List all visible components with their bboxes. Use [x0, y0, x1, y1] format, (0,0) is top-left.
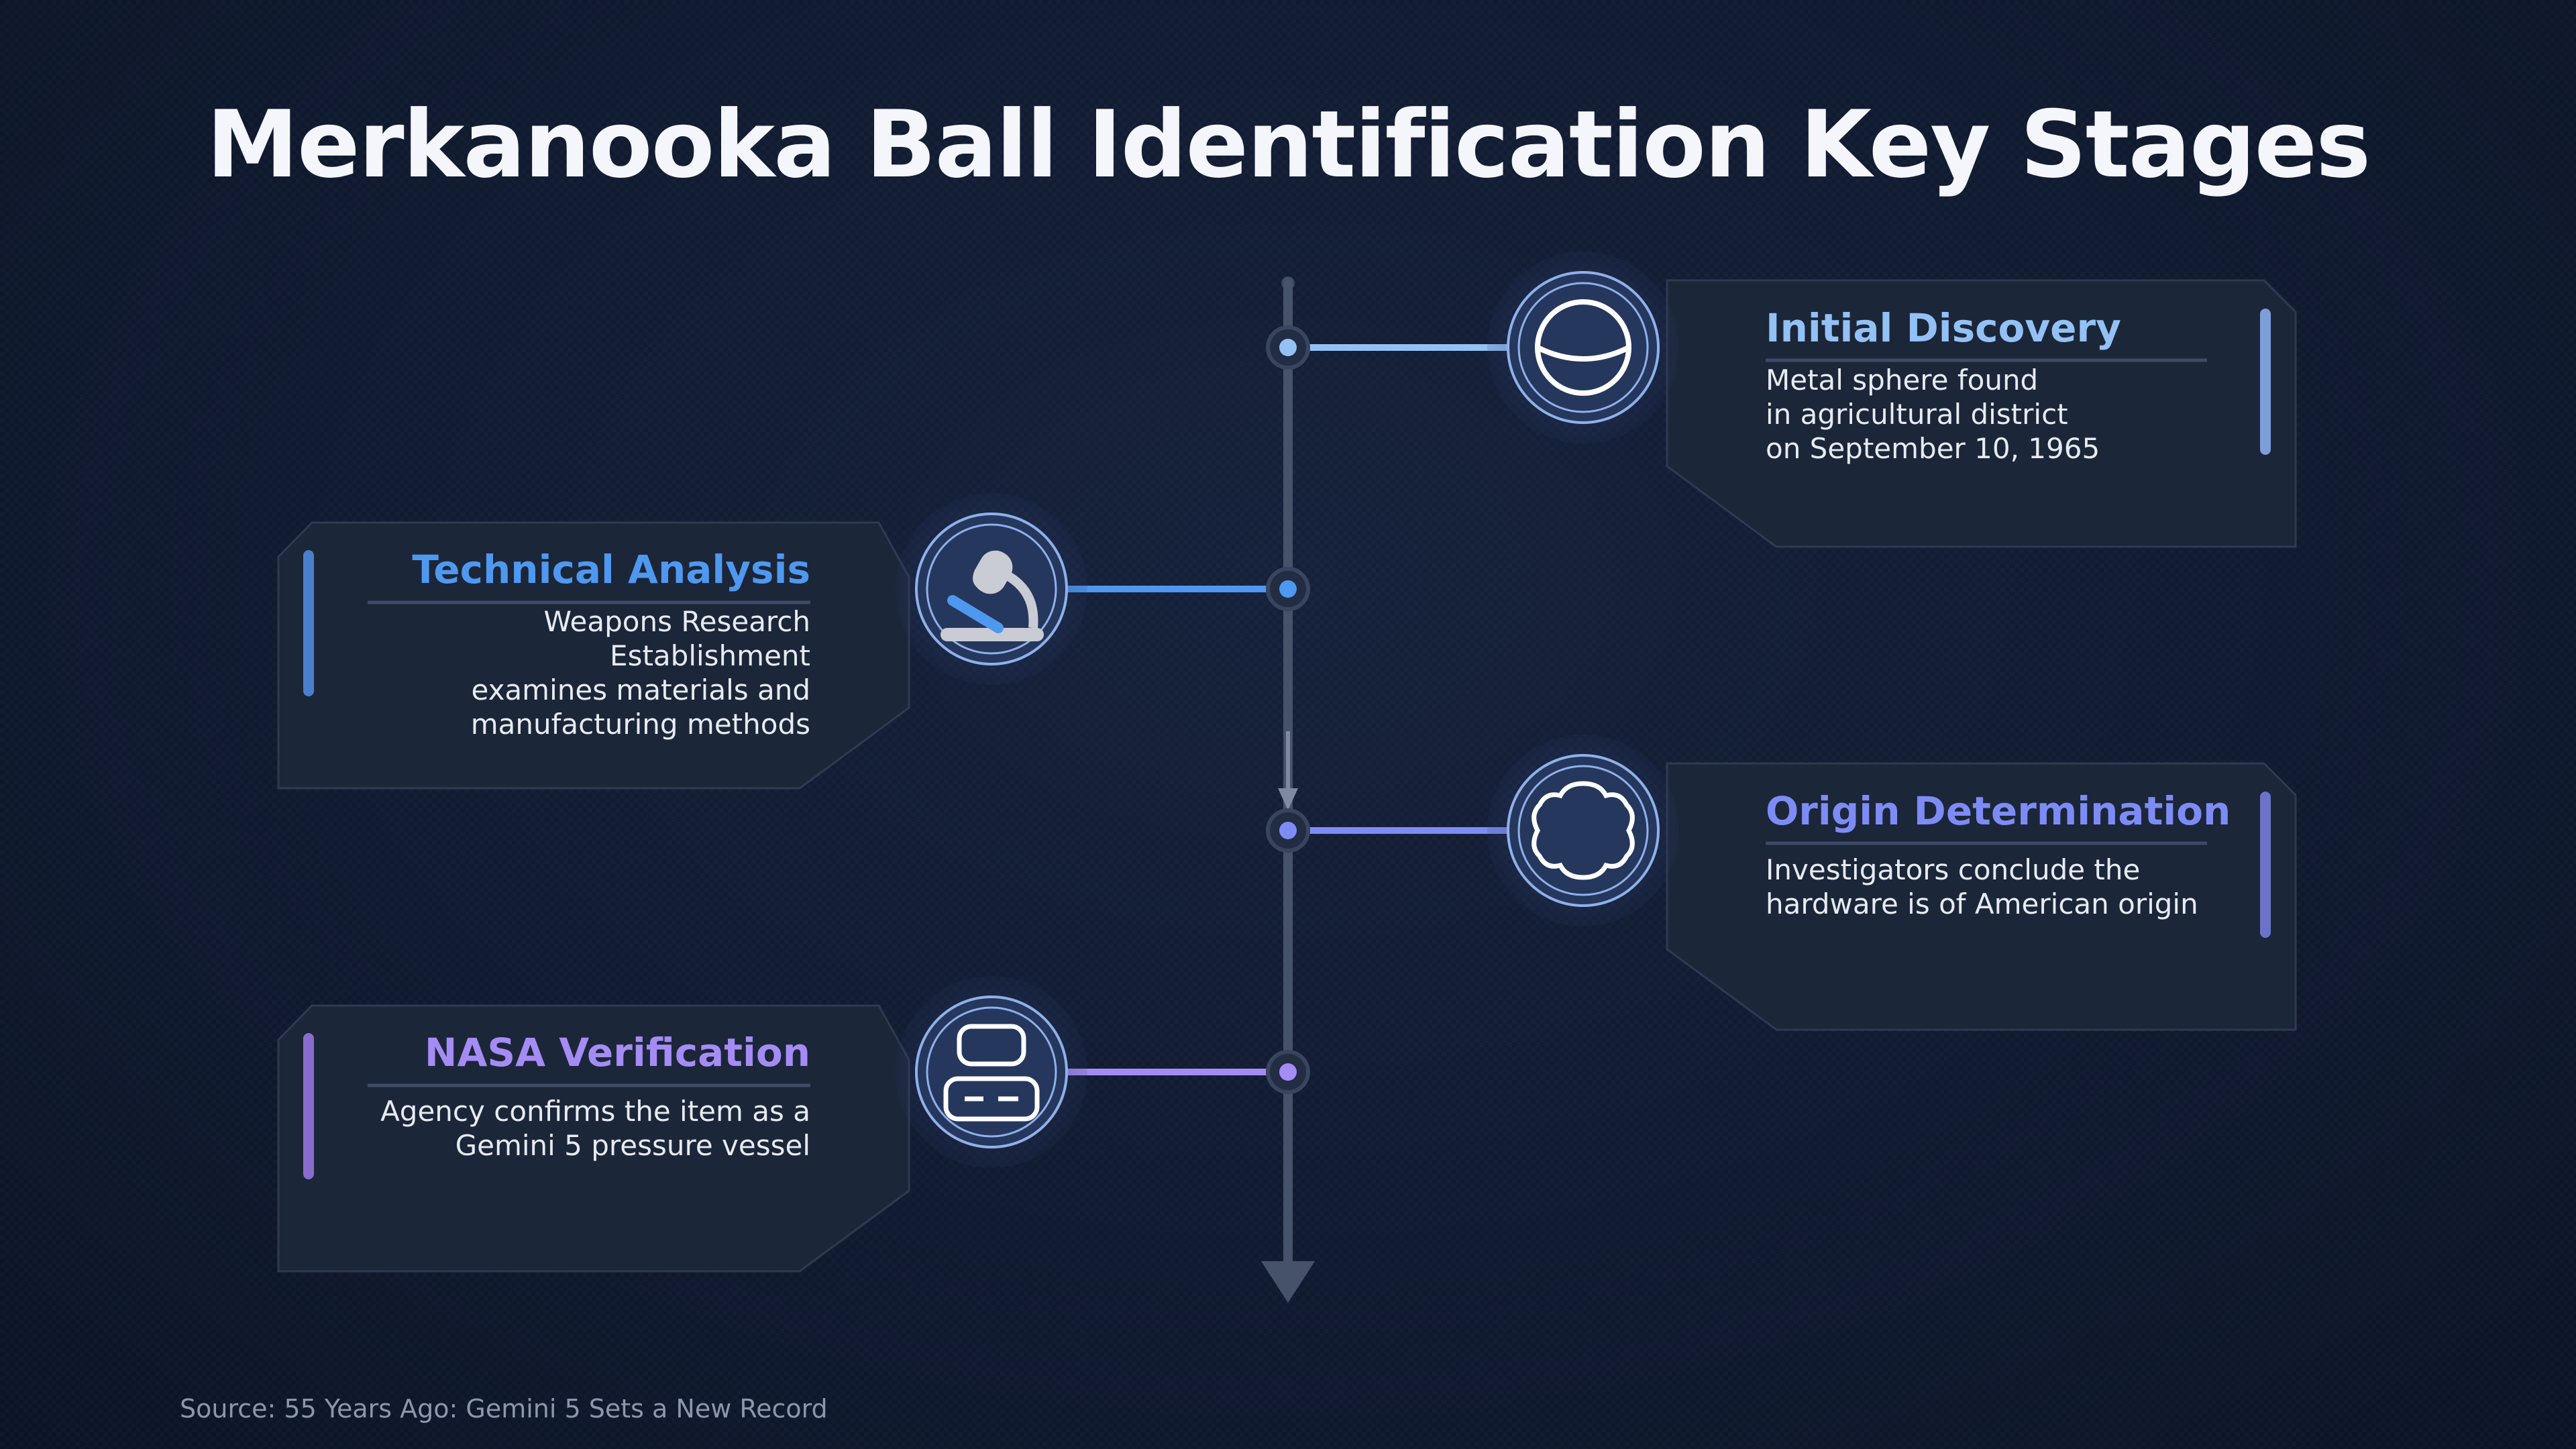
- stage-origin-determination: [1266, 735, 2297, 1031]
- card-origin-determination: [1666, 762, 2297, 1031]
- card-text-technical-analysis: Technical Analysis Weapons Research Esta…: [341, 547, 810, 741]
- capsule-icon: [943, 1024, 1040, 1122]
- icon-badge-inner-ring: [926, 523, 1057, 655]
- card-text-initial-discovery: Initial Discovery Metal sphere found in …: [1766, 305, 2235, 466]
- icon-badge-inner-ring: [1517, 765, 1649, 896]
- page-title: Merkanooka Ball Identification Key Stage…: [206, 91, 2371, 199]
- card-text-origin-determination: Origin Determination Investigators concl…: [1766, 788, 2235, 921]
- stage-title: Origin Determination: [1766, 788, 2231, 834]
- icon-badge: [915, 996, 1068, 1148]
- stage-description: Investigators conclude the hardware is o…: [1766, 853, 2198, 920]
- card-technical-analysis: [277, 521, 910, 790]
- stage-title: Technical Analysis: [412, 547, 810, 592]
- source-citation: Source: 55 Years Ago: Gemini 5 Sets a Ne…: [180, 1394, 828, 1424]
- card-initial-discovery: [1666, 279, 2297, 548]
- card-nasa-verification: [277, 1004, 910, 1273]
- timeline-node-dot: [1279, 1063, 1297, 1081]
- icon-badge-inner-ring: [1517, 282, 1649, 413]
- microscope-icon: [941, 550, 1044, 641]
- card-accent-bar: [303, 550, 314, 696]
- stage-title: Initial Discovery: [1766, 305, 2121, 351]
- stage-description: Agency confirms the item as a Gemini 5 p…: [380, 1095, 810, 1162]
- stage-initial-discovery: [1266, 252, 2297, 548]
- card-accent-bar: [2260, 792, 2271, 938]
- stage-technical-analysis: [277, 493, 1310, 790]
- stage-nasa-verification: [277, 976, 1310, 1273]
- icon-badge-inner-ring: [926, 1006, 1057, 1138]
- timeline-node-dot: [1279, 580, 1297, 598]
- card-text-nasa-verification: NASA Verification Agency confirms the it…: [341, 1030, 810, 1163]
- timeline-node-dot: [1279, 339, 1297, 356]
- sphere-icon: [1535, 299, 1631, 396]
- mid-arrow-head: [1278, 788, 1298, 810]
- timeline-end-arrow: [1261, 1261, 1315, 1303]
- flower-icon: [1532, 781, 1635, 880]
- icon-badge: [1507, 754, 1660, 907]
- icon-badge: [1507, 271, 1660, 424]
- stage-title: NASA Verification: [424, 1030, 810, 1075]
- card-accent-bar: [303, 1033, 314, 1179]
- stage-description: Metal sphere found in agricultural distr…: [1766, 364, 2100, 465]
- timeline-node-dot: [1279, 822, 1297, 839]
- stage-description: Weapons Research Establishment examines …: [470, 605, 810, 741]
- card-accent-bar: [2260, 309, 2271, 455]
